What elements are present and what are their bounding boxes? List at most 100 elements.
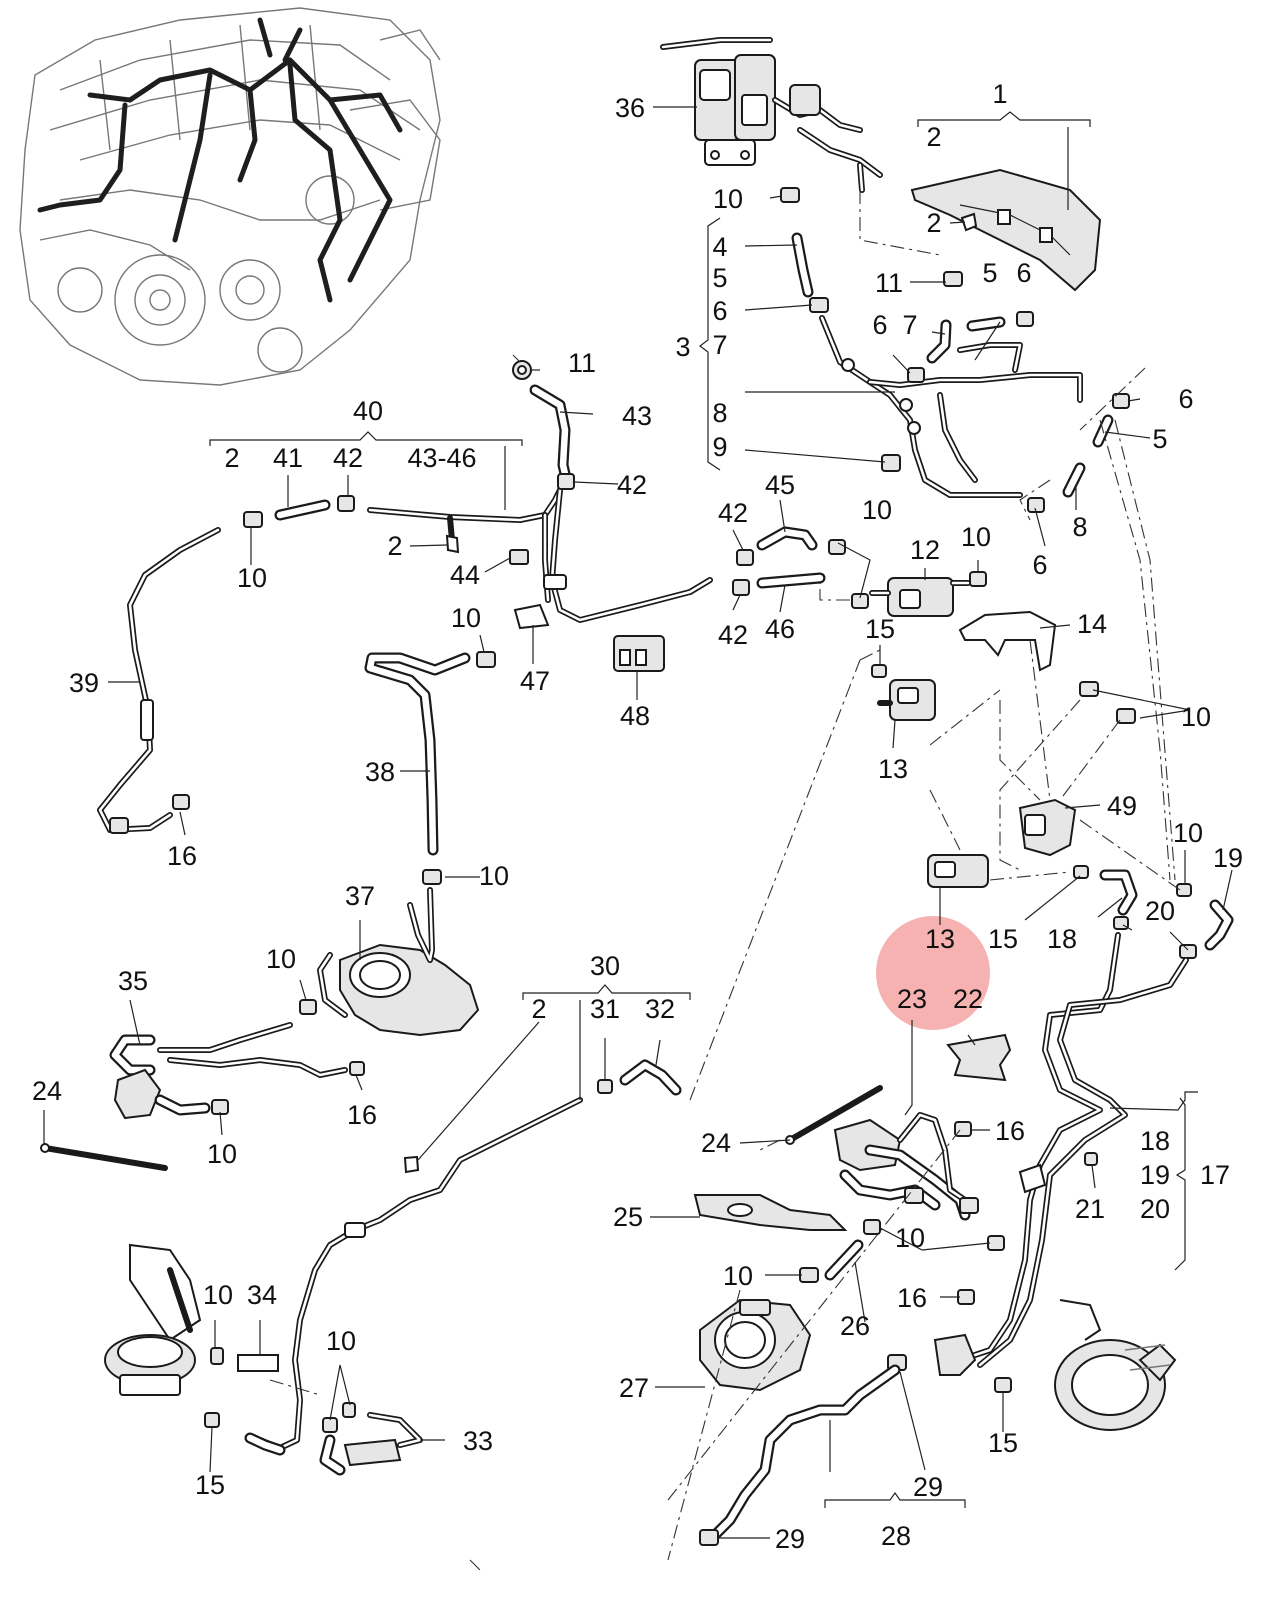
part-4-hose [791,232,814,298]
callout-4: 4 [712,232,727,262]
callout-15: 15 [988,1428,1018,1458]
callout-20: 20 [1140,1194,1170,1224]
part-16-clip-b [957,1289,975,1305]
callout-26: 26 [840,1311,870,1341]
part-43-hose [529,384,572,484]
callout-16: 16 [897,1283,927,1313]
part-34-actuator-assembly [104,1243,286,1456]
callout-32: 32 [645,994,675,1024]
part-10-clamp-top [780,187,800,203]
callout-43-46: 43-46 [407,443,476,473]
callout-49: 49 [1107,791,1137,821]
part-13-valve-lower [927,854,989,888]
callout-5: 5 [982,258,997,288]
callout-29: 29 [913,1472,943,1502]
part-11-cap-43 [512,360,532,380]
callout-labels: 1 2 2 2 2 2 3 4 5 5 5 6 6 6 6 6 7 7 8 8 … [32,79,1243,1554]
part-6-clamp-c [1016,311,1034,327]
part-36-valve-assembly [660,37,883,193]
part-10-clamp-39 [243,511,263,528]
callout-23-highlighted: 23 [897,984,927,1014]
part-21-cap [1084,1152,1098,1166]
part-49-valve [1018,798,1077,857]
part-16-clip-35 [349,1061,365,1076]
part-18-hose [1099,869,1138,916]
part-16-clip-a [954,1121,972,1137]
callout-40: 40 [353,396,383,426]
part-19-hose [1204,899,1234,951]
callout-10: 10 [1181,702,1211,732]
part-2-clip [960,212,978,232]
callout-44: 44 [450,560,480,590]
callout-39: 39 [69,668,99,698]
callout-30: 30 [590,951,620,981]
callout-12: 12 [910,535,940,565]
callout-33: 33 [463,1426,493,1456]
callout-16: 16 [347,1100,377,1130]
callout-11: 11 [568,348,596,378]
part-16-clip-39 [172,794,190,810]
part-17-pipe-assembly [957,932,1189,1368]
part-25-gasket [693,1194,848,1231]
callout-6: 6 [872,310,887,340]
callout-7: 7 [902,310,917,340]
callout-10: 10 [723,1261,753,1291]
callout-13-highlighted: 13 [925,924,955,954]
callout-36: 36 [615,93,645,123]
part-30-pipe-assembly [257,1097,583,1451]
callout-19: 19 [1140,1160,1170,1190]
callout-6: 6 [712,296,727,326]
part-23-valve-hose-assembly [833,1112,979,1221]
callout-11: 11 [875,268,903,298]
callout-10: 10 [326,1326,356,1356]
callout-35: 35 [118,966,148,996]
callout-8: 8 [1072,512,1087,542]
callout-20: 20 [1145,896,1175,926]
vacuum-actuator-right [1054,1299,1177,1431]
part-7-hose [926,319,952,364]
callout-37: 37 [345,881,375,911]
part-48-connector [613,635,665,672]
callout-6: 6 [1032,550,1047,580]
part-10-clamp-38 [422,869,442,885]
callout-2: 2 [926,122,941,152]
callout-10: 10 [479,861,509,891]
part-45-hose [756,526,818,551]
callout-31: 31 [590,994,620,1024]
callout-19: 19 [1213,843,1243,873]
part-39-pipe [97,527,221,834]
callout-24: 24 [32,1076,62,1106]
part-31-clamp [597,1079,613,1094]
callout-42: 42 [718,498,748,528]
part-valve-lower-right [933,1333,977,1376]
highlight-marker [876,916,990,1030]
part-10-clamp-47 [476,651,496,668]
callout-10: 10 [862,495,892,525]
callout-6: 6 [1178,384,1193,414]
part-29-clamp-b [699,1529,719,1546]
callout-15: 15 [865,614,895,644]
callout-28: 28 [881,1521,911,1551]
part-10-clamp-23 [863,1219,1005,1251]
part-42-clamp-d [732,579,750,596]
callout-46: 46 [765,614,795,644]
part-9-cap [881,454,901,472]
callout-13: 13 [878,754,908,784]
callout-16: 16 [995,1116,1025,1146]
part-6-clamp-a [809,297,829,313]
callout-1: 1 [992,79,1007,109]
callout-10: 10 [237,563,267,593]
callout-2: 2 [224,443,239,473]
callout-10: 10 [207,1139,237,1169]
part-10-clamp-12 [828,539,987,609]
callout-10: 10 [203,1280,233,1310]
callout-29: 29 [775,1524,805,1554]
part-33-hose-assembly [319,1402,423,1476]
engine-overview-illustration [19,7,441,386]
part-26-hose [824,1239,864,1281]
callout-5: 5 [712,263,727,293]
callout-48: 48 [620,701,650,731]
callout-47: 47 [520,666,550,696]
callout-42: 42 [333,443,363,473]
